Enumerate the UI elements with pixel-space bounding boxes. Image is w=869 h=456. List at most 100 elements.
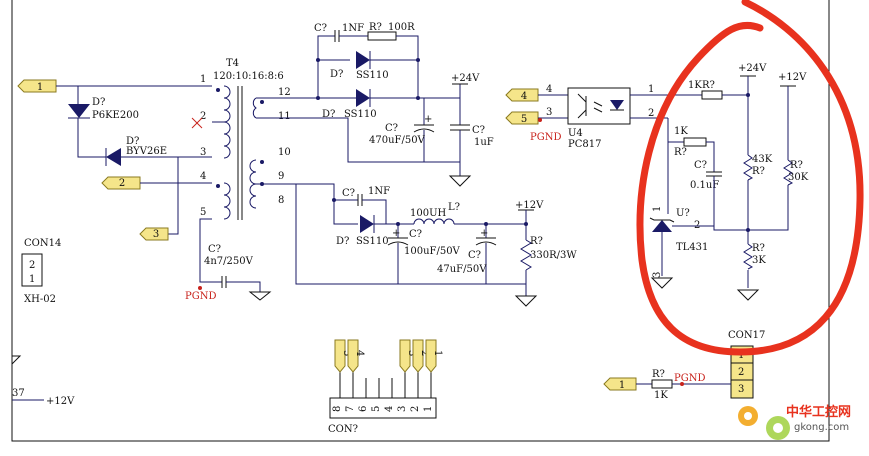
- resistor-100r: [367, 31, 397, 41]
- conq-ref: CON?: [328, 424, 358, 435]
- port-3-label: 3: [153, 229, 159, 240]
- con14-pin-1: 1: [29, 274, 35, 285]
- conq-tag-3: 3: [399, 339, 417, 373]
- tl431-ref: U?: [676, 208, 690, 219]
- d-byv-ref: D?: [126, 136, 139, 147]
- c470-plus: +: [424, 114, 432, 125]
- sheet-border: [11, 0, 830, 442]
- t4-pin-12: 12: [278, 87, 291, 98]
- left-partial-v12: +12V: [46, 396, 75, 407]
- d-ss2-ref: D?: [322, 109, 335, 120]
- r43k-ref: R?: [752, 166, 765, 177]
- watermark-cn: 中华工控网: [786, 404, 851, 420]
- r1k-top-ref: R?: [702, 80, 715, 91]
- u4-pin-1: 1: [648, 84, 654, 95]
- t4-pin-8: 8: [278, 195, 284, 206]
- left-partial-ref: 37: [12, 388, 25, 399]
- c100-value: 100uF/50V: [404, 246, 461, 257]
- v24-label-mid: +24V: [451, 73, 480, 84]
- input-port-5: 5: [505, 111, 539, 125]
- capacitor-100uf: [387, 224, 409, 284]
- c01u-ref: C?: [694, 160, 707, 171]
- c-mid-ref: C?: [342, 188, 355, 199]
- d-p6ke-value: P6KE200: [92, 110, 139, 121]
- resistor-3k: [743, 243, 754, 270]
- conq-pin-3: 3: [397, 406, 408, 412]
- resistor-43k: [743, 154, 754, 181]
- capacitor-47uf: [475, 224, 497, 284]
- port-1b-label: 1: [619, 380, 625, 391]
- con17-pin-2: 2: [738, 367, 744, 378]
- conq-tag-5-label: 5: [341, 350, 352, 356]
- resistor-1k-bottom: [651, 379, 673, 389]
- t4-pin-5: 5: [200, 207, 206, 218]
- c1u-value: 1uF: [474, 137, 494, 148]
- capacitor-1uf: [450, 84, 470, 176]
- u4-pin-2: 2: [648, 108, 654, 119]
- c4n7-ref: C?: [208, 244, 221, 255]
- v12-label-mid: +12V: [515, 200, 544, 211]
- connector-con17: CON17 1 2 3: [728, 330, 765, 399]
- r1k-mid-value: 1K: [674, 126, 688, 137]
- t4-pin-2: 2: [200, 111, 206, 122]
- r1k-mid-ref: R?: [674, 147, 687, 158]
- gnd-12v: [514, 295, 538, 307]
- t4-pin-4: 4: [200, 171, 206, 182]
- r43k-value: 43K: [752, 154, 773, 165]
- c47-plus: +: [480, 228, 488, 239]
- input-port-4: 4: [505, 88, 539, 102]
- capacitor-0-1uf: [706, 171, 722, 177]
- c4n7-value: 4n7/250V: [204, 256, 254, 267]
- conq-pin-5: 5: [371, 406, 382, 412]
- conq-tag-2: 2: [412, 339, 430, 373]
- u4-pin-3: 3: [546, 107, 552, 118]
- c01u-value: 0.1uF: [690, 180, 719, 191]
- r3k-value: 3K: [752, 255, 766, 266]
- pgnd-label-opto: PGND: [530, 132, 561, 143]
- c47-value: 47uF/50V: [437, 264, 487, 275]
- con17-ref: CON17: [728, 330, 765, 341]
- pgnd-label-left: PGND: [185, 291, 216, 302]
- gnd-24v: [448, 175, 472, 187]
- d-ss2-value: SS110: [344, 109, 377, 120]
- r1k-bot-value: 1K: [654, 390, 668, 401]
- con14-pin-2: 2: [29, 260, 35, 271]
- t4-pin-11: 11: [278, 111, 291, 122]
- port-5-label: 5: [521, 114, 527, 125]
- c47-ref: C?: [468, 250, 481, 261]
- input-port-1-right: 1: [603, 377, 637, 391]
- d-ss1-ref: D?: [330, 69, 343, 80]
- resistor-30k: [783, 159, 794, 186]
- conq-pin-7: 7: [345, 406, 356, 412]
- d-ss1-value: SS110: [356, 70, 389, 81]
- resistor-1k-mid: [683, 137, 707, 147]
- c100-plus: +: [392, 228, 400, 239]
- input-port-1: 1: [17, 79, 57, 93]
- con14-ref: CON14: [24, 238, 61, 249]
- conq-pin-1: 1: [423, 406, 434, 412]
- conq-pin-6: 6: [358, 406, 369, 412]
- c470-ref: C?: [385, 123, 398, 134]
- c1u-ref: C?: [472, 125, 485, 136]
- input-port-2: 2: [101, 176, 141, 190]
- highlight-ellipse: [636, 0, 864, 356]
- d-byv-value: BYV26E: [126, 146, 167, 157]
- d-ss3-ref: D?: [336, 236, 349, 247]
- diode-ss110-c: [360, 215, 375, 233]
- transformer-t4: T4 120:10:16:8:6 1 2 3 4 5 12 11 10 9 8: [200, 58, 291, 220]
- input-port-3: 3: [139, 227, 169, 241]
- conq-pin-8: 8: [332, 406, 343, 412]
- v12-label-right: +12V: [778, 72, 807, 83]
- connector-con14: CON14 2 1 XH-02: [21, 238, 61, 305]
- r330-ref: R?: [530, 236, 543, 247]
- r3k-ref: R?: [752, 243, 765, 254]
- d-ss3-value: SS110: [356, 236, 389, 247]
- d-p6ke-ref: D?: [92, 97, 105, 108]
- port-4-label: 4: [521, 91, 527, 102]
- diode-p6ke200: [68, 104, 90, 119]
- c470-value: 470uF/50V: [369, 135, 426, 146]
- port-1-label: 1: [37, 82, 43, 93]
- gkong-watermark: 中华工控网 gkong.com: [738, 404, 851, 440]
- tl431-pin-1: 1: [652, 206, 663, 212]
